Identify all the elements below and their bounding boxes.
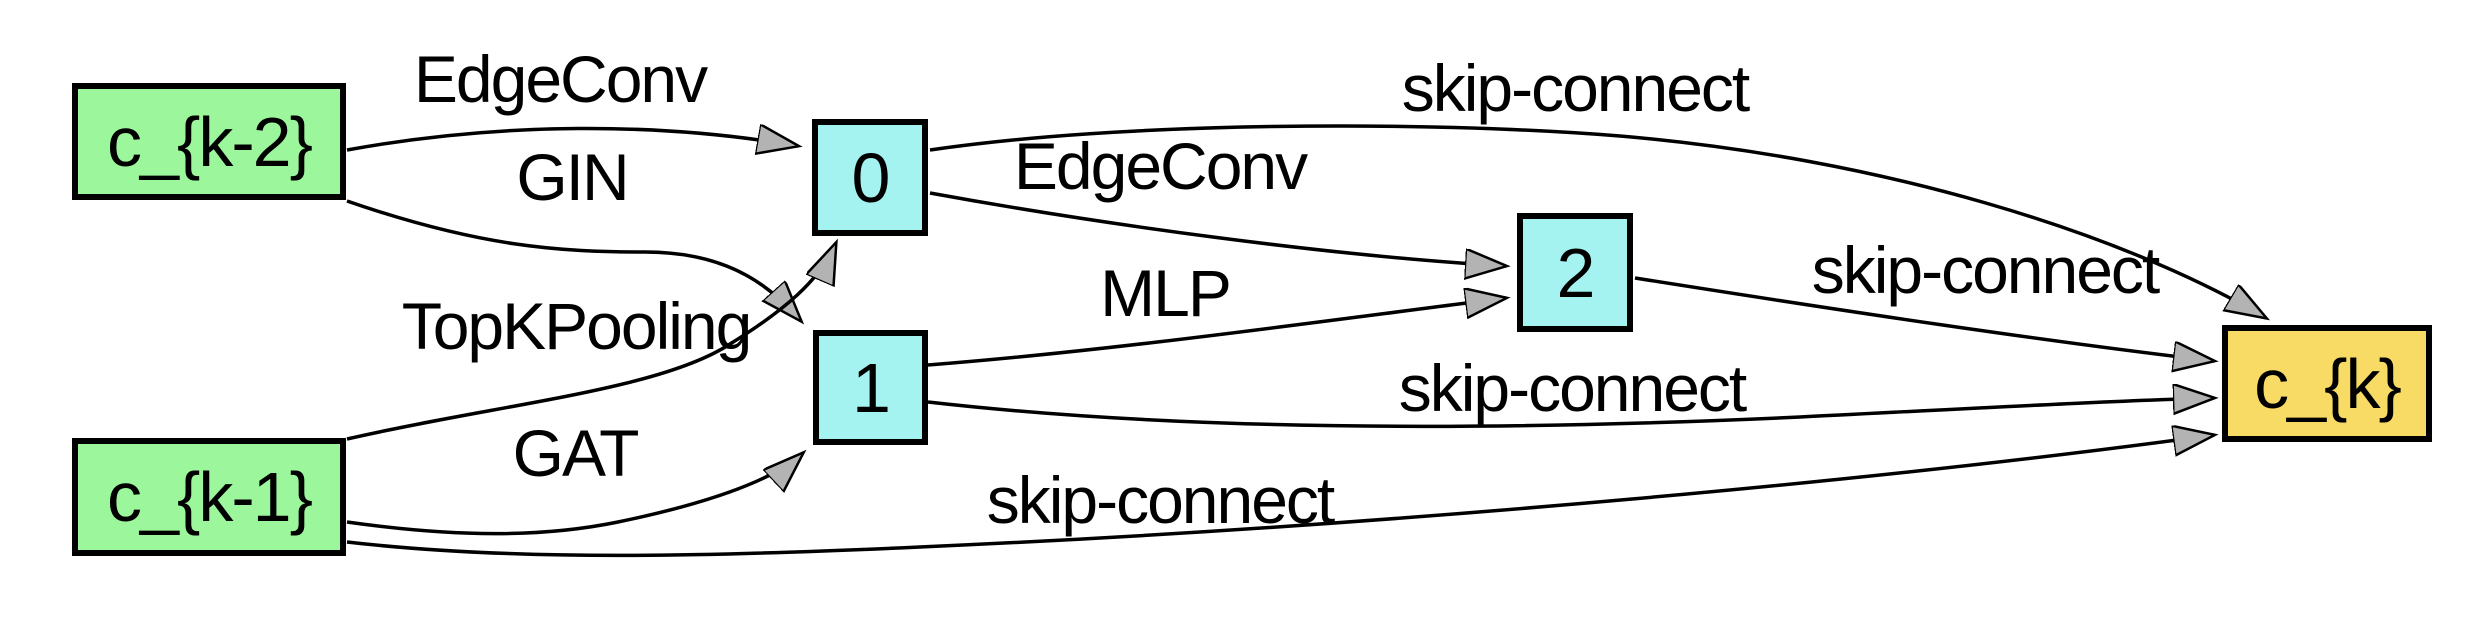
- node-0-label: 0: [851, 138, 891, 217]
- node-c-k-1-label: c_{k-1}: [107, 458, 313, 536]
- edge-label-edgeconv-ck2-0: EdgeConv: [413, 42, 708, 116]
- edge-label-edgeconv-0-2: EdgeConv: [1013, 129, 1308, 203]
- edge-label-skip-ck1-ck: skip-connect: [986, 463, 1336, 537]
- node-c-k-label: c_{k}: [2254, 344, 2402, 423]
- edge-1-to-2: [927, 298, 1506, 367]
- edge-ck2-to-1: [346, 199, 801, 321]
- node-1: 1: [813, 330, 928, 445]
- node-c-k: c_{k}: [2222, 325, 2432, 442]
- edge-label-gat: GAT: [512, 416, 640, 490]
- edge-label-skip-2-ck: skip-connect: [1811, 233, 2161, 307]
- edge-label-topkpooling: TopKPooling: [401, 289, 753, 363]
- edge-label-skip-0-ck: skip-connect: [1401, 51, 1751, 125]
- node-2-label: 2: [1556, 233, 1596, 312]
- node-2: 2: [1517, 213, 1633, 332]
- node-0: 0: [812, 119, 928, 236]
- node-c-k-2-label: c_{k-2}: [107, 102, 313, 181]
- edge-ck1-to-ck: [346, 435, 2214, 558]
- edge-label-skip-1-ck: skip-connect: [1398, 351, 1748, 425]
- edge-1-to-ck: [927, 398, 2214, 429]
- edge-label-gin: GIN: [516, 140, 629, 214]
- node-c-k-2: c_{k-2}: [72, 83, 346, 200]
- node-1-label: 1: [852, 348, 891, 427]
- node-c-k-1: c_{k-1}: [72, 438, 346, 556]
- edge-2-to-ck: [1634, 276, 2214, 361]
- edge-ck2-to-0: [346, 128, 798, 150]
- edge-0-to-2: [929, 191, 1506, 266]
- edge-ck1-to-1: [346, 453, 803, 536]
- edge-label-mlp: MLP: [1100, 256, 1232, 330]
- edge-ck1-to-0: [346, 243, 836, 441]
- edge-0-to-ck: [929, 124, 2266, 318]
